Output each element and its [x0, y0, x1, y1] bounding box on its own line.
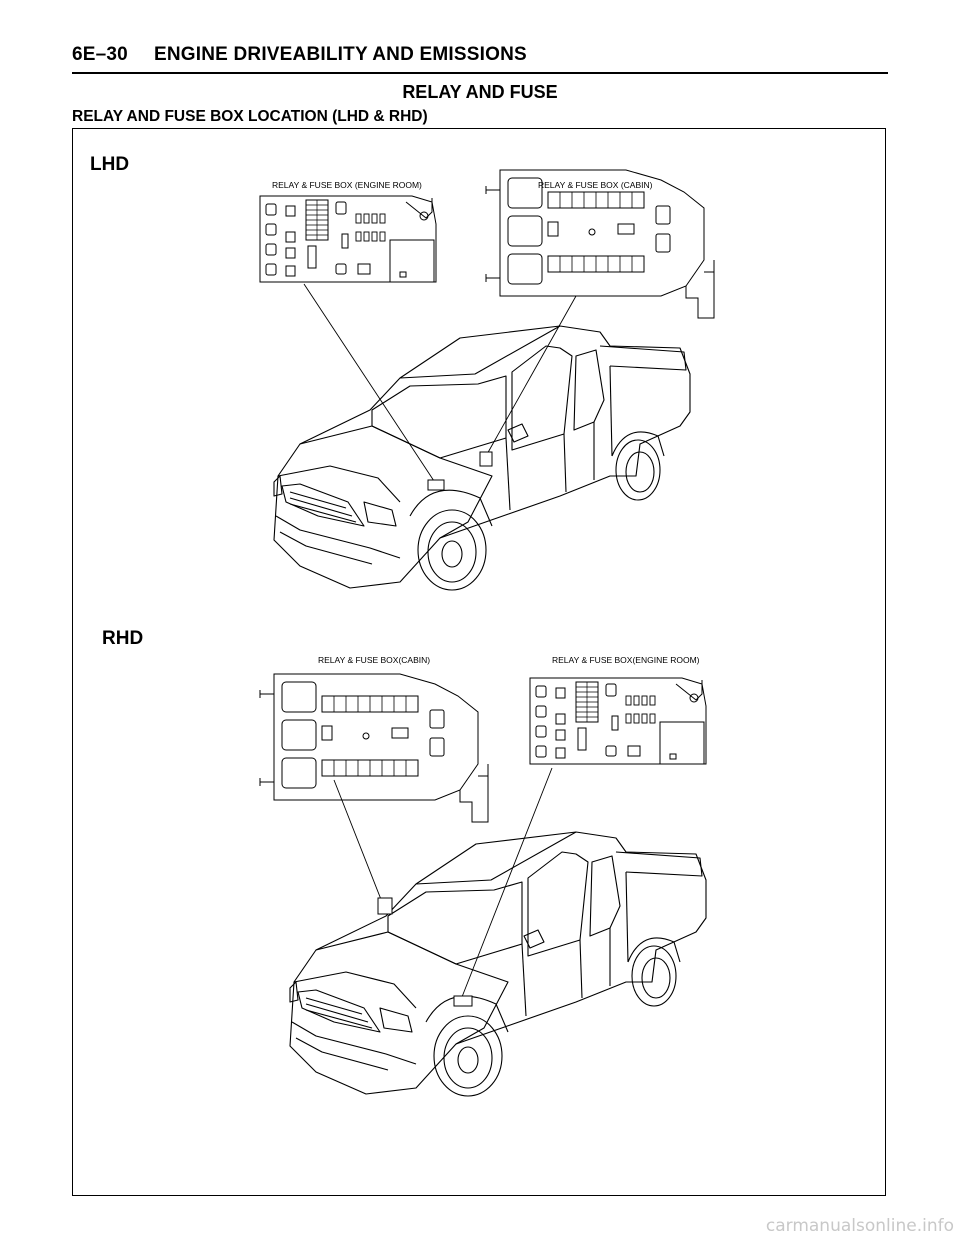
rhd-cabin-box-caption: RELAY & FUSE BOX(CABIN): [318, 655, 430, 665]
lhd-cabin-fuse-box: [485, 169, 715, 319]
rhd-engine-leader-line: [459, 767, 553, 1003]
lhd-cabin-box-caption: RELAY & FUSE BOX (CABIN): [538, 180, 653, 190]
rhd-engine-box-marker: [453, 995, 473, 1007]
rhd-engine-fuse-box: [529, 677, 707, 765]
rhd-cabin-leader-line: [333, 779, 383, 903]
rhd-cabin-box-marker: [377, 897, 393, 915]
header-rule: [72, 72, 888, 74]
figure-illustration: LHD RELAY & FUSE BOX (ENGINE ROOM) RELAY…: [90, 154, 715, 1097]
lhd-engine-fuse-box: [259, 195, 437, 283]
lhd-engine-leader-line: [303, 283, 437, 485]
lhd-cabin-leader-line: [485, 295, 577, 457]
rhd-truck-illustration: [289, 831, 707, 1097]
rhd-label: RHD: [102, 628, 143, 649]
figure-subtitle: RELAY AND FUSE BOX LOCATION (LHD & RHD): [72, 108, 428, 125]
lhd-engine-box-marker: [427, 479, 445, 491]
rhd-cabin-fuse-box: [259, 673, 489, 823]
page-number: 6E–30: [72, 44, 128, 65]
page-title: RELAY AND FUSE: [402, 82, 558, 102]
lhd-engine-box-caption: RELAY & FUSE BOX (ENGINE ROOM): [272, 180, 422, 190]
lhd-cabin-box-marker: [479, 451, 493, 467]
section-title: ENGINE DRIVEABILITY AND EMISSIONS: [153, 44, 527, 65]
rhd-engine-box-caption: RELAY & FUSE BOX(ENGINE ROOM): [552, 655, 700, 665]
page-header: 6E–30 ENGINE DRIVEABILITY AND EMISSIONS: [72, 44, 527, 66]
watermark: carmanualsonline.info: [765, 1216, 954, 1236]
figure-frame: [72, 128, 886, 1196]
lhd-label: LHD: [90, 154, 129, 175]
